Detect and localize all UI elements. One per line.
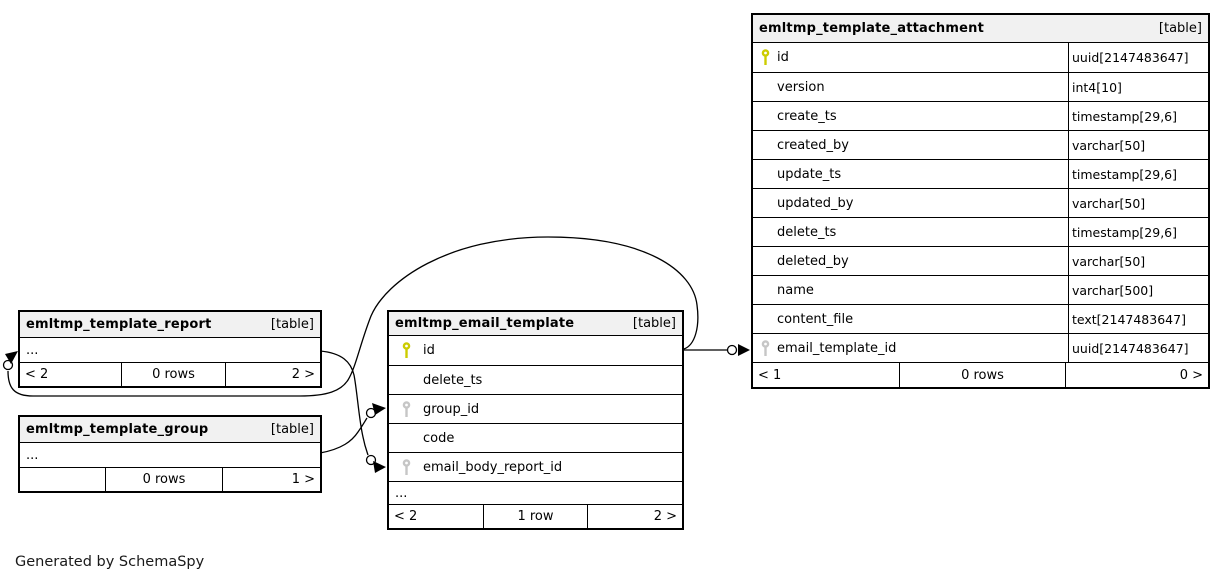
crowfoot-arrow — [372, 403, 386, 415]
column-row-deleted-by: deleted_by varchar[50] — [753, 246, 1208, 275]
column-row-delete-ts: delete_ts timestamp[29,6] — [753, 217, 1208, 246]
table-title[interactable]: emltmp_template_report — [26, 317, 212, 332]
column-type: uuid[2147483647] — [1068, 334, 1208, 362]
hidden-columns-ellipsis: ... — [389, 481, 682, 504]
column-row-group-id: group_id — [389, 394, 682, 423]
parents-count: < 2 — [25, 367, 49, 382]
column-row-id: id uuid[2147483647] — [753, 43, 1208, 72]
table-footer: < 2 0 rows 2 > — [20, 362, 320, 386]
column-row-update-ts: update_ts timestamp[29,6] — [753, 159, 1208, 188]
edge-group-to-groupid — [319, 417, 368, 454]
parents-count: < 1 — [758, 367, 782, 383]
foreign-key-icon — [389, 458, 423, 476]
table-emltmp-email-template: emltmp_email_template [table] id delete_… — [387, 310, 684, 530]
generated-by-note: Generated by SchemaSpy — [15, 554, 205, 570]
column-row-updated-by: updated_by varchar[50] — [753, 188, 1208, 217]
primary-key-icon — [389, 342, 423, 359]
column-row-delete-ts: delete_ts — [389, 365, 682, 394]
column-row-create-ts: create_ts timestamp[29,6] — [753, 101, 1208, 130]
hidden-columns-ellipsis: ... — [20, 443, 320, 467]
table-tag: [table] — [270, 317, 314, 332]
children-count: 2 > — [291, 367, 315, 382]
edge-id-to-report-arc — [7, 236, 699, 397]
table-title[interactable]: emltmp_template_attachment — [759, 21, 984, 36]
table-title[interactable]: emltmp_template_group — [26, 422, 209, 437]
column-type: varchar[500] — [1068, 276, 1208, 304]
primary-key-icon — [753, 49, 777, 66]
foreign-key-icon — [389, 400, 423, 418]
table-header: emltmp_email_template [table] — [389, 312, 682, 336]
rows-count: 0 rows — [899, 363, 1066, 387]
children-count: 1 > — [291, 472, 315, 487]
column-type: uuid[2147483647] — [1068, 43, 1208, 72]
table-header: emltmp_template_attachment [table] — [753, 15, 1208, 43]
table-title[interactable]: emltmp_email_template — [395, 316, 575, 331]
column-row-id: id — [389, 336, 682, 365]
column-type: text[2147483647] — [1068, 305, 1208, 333]
column-type: varchar[50] — [1068, 131, 1208, 159]
column-row-email-template-id: email_template_id uuid[2147483647] — [753, 333, 1208, 362]
crowfoot-arrow — [373, 461, 386, 473]
parents-count — [20, 468, 105, 491]
crowfoot-arrow — [5, 351, 18, 364]
rows-count: 1 row — [483, 505, 588, 528]
children-count: 2 > — [653, 509, 677, 524]
table-footer: < 2 1 row 2 > — [389, 504, 682, 528]
table-footer: < 1 0 rows 0 > — [753, 362, 1208, 387]
column-type: int4[10] — [1068, 73, 1208, 101]
rows-count: 0 rows — [105, 468, 223, 491]
table-footer: 0 rows 1 > — [20, 467, 320, 491]
foreign-key-icon — [753, 339, 777, 357]
rows-count: 0 rows — [121, 363, 226, 386]
column-type: varchar[50] — [1068, 189, 1208, 217]
table-tag: [table] — [632, 316, 676, 331]
edge-report-to-bodyreportid — [319, 350, 369, 456]
table-tag: [table] — [1158, 21, 1202, 36]
column-row-version: version int4[10] — [753, 72, 1208, 101]
table-emltmp-template-report: emltmp_template_report [table] ... < 2 0… — [18, 310, 322, 388]
column-type: timestamp[29,6] — [1068, 102, 1208, 130]
cardinality-circle — [726, 344, 738, 356]
column-row-created-by: created_by varchar[50] — [753, 130, 1208, 159]
table-tag: [table] — [270, 422, 314, 437]
hidden-columns-ellipsis: ... — [20, 338, 320, 362]
column-row-name: name varchar[500] — [753, 275, 1208, 304]
children-count: 0 > — [1179, 367, 1203, 383]
column-row-code: code — [389, 423, 682, 452]
table-header: emltmp_template_report [table] — [20, 312, 320, 338]
parents-count: < 2 — [394, 509, 418, 524]
column-row-email-body-report-id: email_body_report_id — [389, 452, 682, 481]
table-header: emltmp_template_group [table] — [20, 417, 320, 443]
column-type: varchar[50] — [1068, 247, 1208, 275]
column-type: timestamp[29,6] — [1068, 218, 1208, 246]
column-row-content-file: content_file text[2147483647] — [753, 304, 1208, 333]
table-emltmp-template-attachment: emltmp_template_attachment [table] id uu… — [751, 13, 1210, 389]
column-type: timestamp[29,6] — [1068, 160, 1208, 188]
crowfoot-arrow — [738, 344, 750, 356]
table-emltmp-template-group: emltmp_template_group [table] ... 0 rows… — [18, 415, 322, 493]
